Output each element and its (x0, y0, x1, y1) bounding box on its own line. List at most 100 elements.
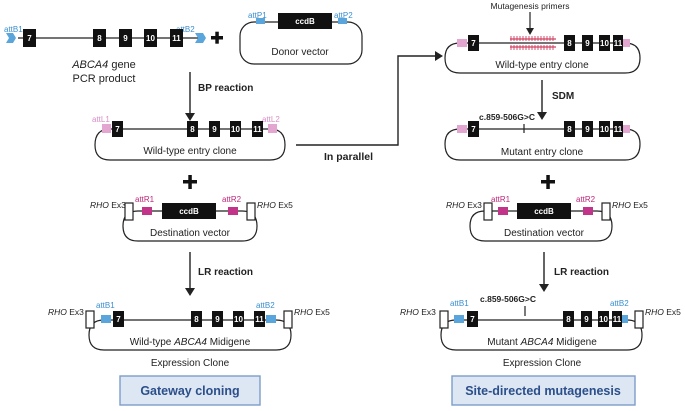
dest-ccdb-label: ccdB (534, 207, 554, 216)
attb2-marker (618, 315, 628, 323)
rho-ex3-label: RHO Ex3 (400, 307, 436, 317)
attr1-marker (498, 207, 508, 215)
rho-ex3-label: RHO Ex3 (446, 200, 482, 210)
svg-text:8: 8 (194, 315, 199, 324)
exon-7: 7 (468, 35, 479, 51)
plus-icon (541, 175, 555, 189)
attp2-label: attP2 (334, 11, 353, 20)
attb2-label: attB2 (256, 301, 275, 310)
exon-7: 7 (112, 121, 123, 137)
exon-9: 9 (582, 35, 593, 51)
svg-text:11: 11 (614, 39, 623, 48)
attl1-marker (102, 124, 111, 133)
attb2-marker (266, 315, 276, 323)
attb1-label: attB1 (4, 25, 23, 34)
exon-11: 11 (252, 121, 263, 137)
exon-8: 8 (187, 121, 198, 137)
rho-ex3-box (85, 310, 95, 329)
rho-ex3-label: RHO Ex3 (48, 307, 84, 317)
svg-text:10: 10 (600, 125, 609, 134)
attl2-marker (268, 124, 277, 133)
exon-8: 8 (564, 35, 575, 51)
svg-text:7: 7 (471, 125, 476, 134)
pcr-gene-label: ABCA4 gene (71, 59, 136, 71)
lr-reaction-label: LR reaction (198, 267, 253, 278)
lr-arrow-left: LR reaction (185, 252, 253, 296)
attr2-label: attR2 (222, 195, 242, 204)
footer-gateway-cloning: Gateway cloning (119, 375, 261, 406)
mutagenesis-primers-label: Mutagenesis primers (491, 1, 570, 11)
rho-ex3-label: RHO Ex3 (90, 200, 126, 210)
rho-ex3-box (439, 310, 449, 329)
attb1-chevron-icon (6, 33, 16, 43)
svg-text:8: 8 (566, 315, 571, 324)
exon-8: 8 (191, 311, 202, 327)
exon-11: 11 (254, 311, 265, 327)
svg-text:7: 7 (27, 34, 32, 43)
attb2-label: attB2 (176, 25, 195, 34)
svg-text:7: 7 (115, 125, 120, 134)
wt-entry-clone-label: Wild-type entry clone (495, 60, 589, 71)
exon-9: 9 (581, 311, 592, 327)
dest-ccdb-label: ccdB (179, 207, 199, 216)
wt-entry-clone-right: 7 8 9 10 11 Wild-type entry clone (444, 35, 641, 74)
donor-vector-label: Donor vector (271, 47, 329, 58)
attr1-label: attR1 (491, 195, 511, 204)
pcr-product: attB1 attB2 7 8 9 10 11 ABCA4 gene PCR p… (4, 25, 206, 85)
rho-ex5-box (634, 310, 644, 329)
attp2-marker (338, 18, 347, 24)
dest-ccdb-box (517, 203, 571, 219)
svg-text:10: 10 (234, 315, 243, 324)
elbow-arrow-icon: In parallel (296, 51, 443, 163)
attr1-label: attR1 (135, 195, 155, 204)
exon-11: 11 (170, 29, 183, 47)
gateway-cloning-label: Gateway cloning (140, 384, 239, 398)
svg-text:8: 8 (567, 39, 572, 48)
rho-ex3-box (124, 202, 134, 221)
donor-ccdb-box (278, 13, 332, 29)
svg-text:10: 10 (599, 315, 608, 324)
mutation-label: c.859-506G>C (480, 294, 536, 304)
svg-text:9: 9 (215, 315, 220, 324)
attl1-marker (457, 125, 467, 133)
exon-10: 10 (233, 311, 244, 327)
bp-reaction-label: BP reaction (198, 83, 253, 94)
attp1-marker (256, 18, 265, 24)
rho-ex5-label: RHO Ex5 (257, 200, 293, 210)
attr1-marker (142, 207, 152, 215)
exon-10: 10 (599, 121, 610, 137)
wt-entry-clone-left: attL1 attL2 7 8 9 10 11 Wild-type entry … (92, 115, 286, 161)
attl2-marker (620, 125, 630, 133)
exon-7: 7 (23, 29, 36, 47)
exon-9: 9 (209, 121, 220, 137)
destination-vector-right: RHO Ex3 RHO Ex5 attR1 attR2 ccdB Destina… (446, 195, 648, 242)
attb1-marker (101, 315, 111, 323)
pcr-product-label: PCR product (73, 73, 136, 85)
attr2-label: attR2 (576, 195, 596, 204)
rho-ex3-box (483, 202, 493, 221)
svg-text:7: 7 (470, 315, 475, 324)
attp1-label: attP1 (248, 11, 267, 20)
svg-text:9: 9 (123, 34, 128, 43)
mutant-midigene-label: Mutant ABCA4 Midigene (487, 337, 597, 348)
attl2-label: attL2 (262, 115, 280, 124)
attr2-marker (583, 207, 593, 215)
bp-arrow: BP reaction (185, 72, 253, 121)
attb1-label: attB1 (96, 301, 115, 310)
exon-7: 7 (113, 311, 124, 327)
mutant-entry-clone-label: Mutant entry clone (501, 147, 584, 158)
exon-11: 11 (612, 311, 622, 327)
svg-text:11: 11 (255, 315, 264, 324)
exon-9: 9 (119, 29, 132, 47)
wt-midigene-label: Wild-type ABCA4 Midigene (130, 337, 251, 348)
rho-ex5-label: RHO Ex5 (612, 200, 648, 210)
exon-11: 11 (613, 35, 623, 51)
rho-ex5-label: RHO Ex5 (294, 307, 330, 317)
exon-8: 8 (563, 311, 574, 327)
exon-8: 8 (93, 29, 106, 47)
svg-text:10: 10 (600, 39, 609, 48)
rho-ex5-box (601, 202, 611, 221)
attb1-marker (454, 315, 464, 323)
donor-vector: attP1 attP2 ccdB Donor vector (239, 11, 363, 65)
